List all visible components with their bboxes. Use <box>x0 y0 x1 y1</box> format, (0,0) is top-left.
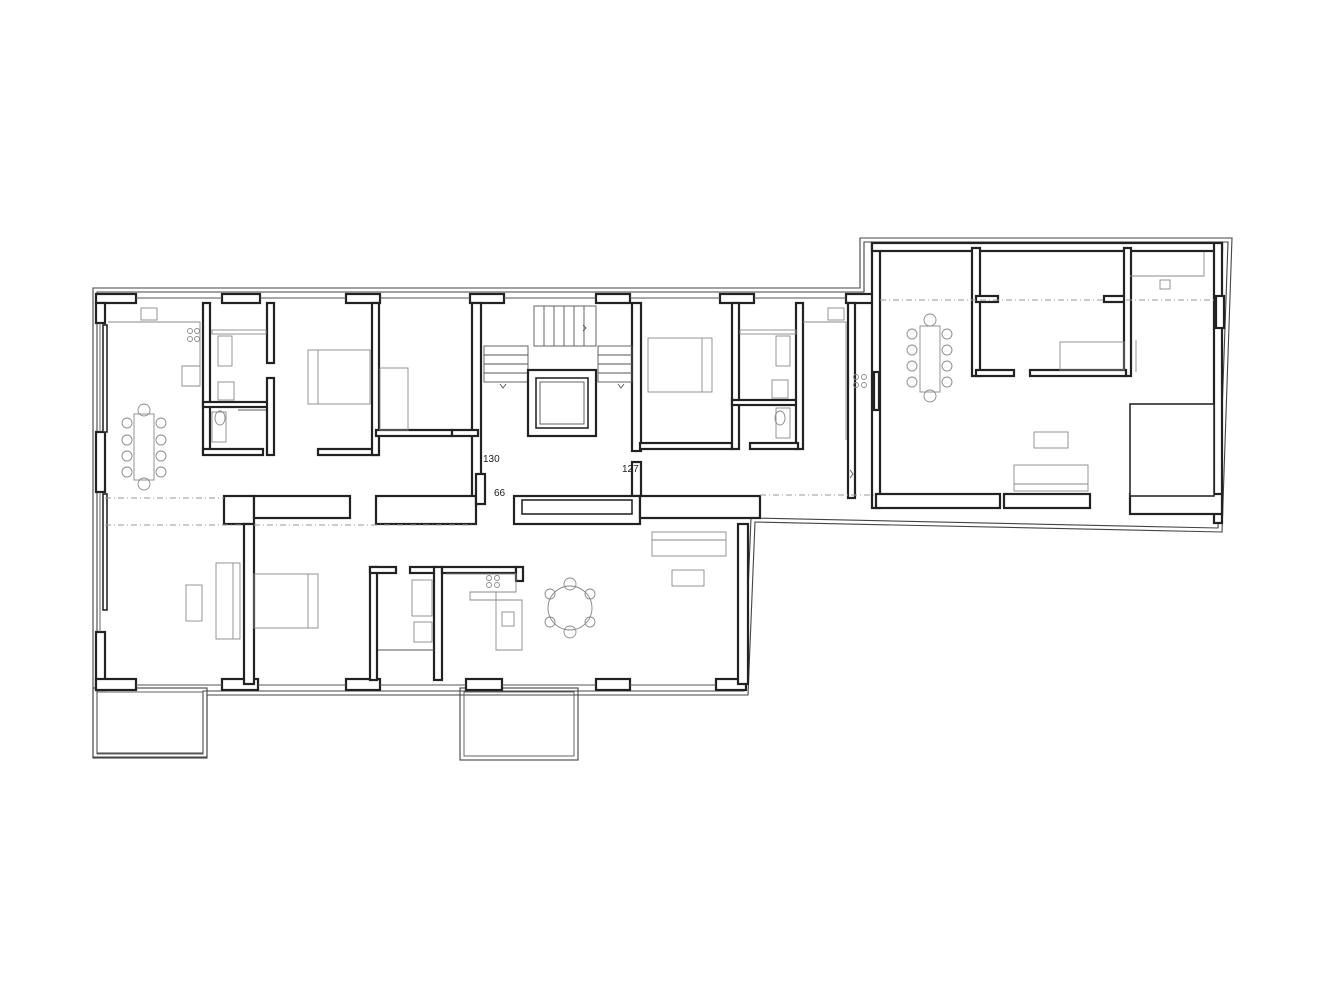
staircase <box>483 305 633 438</box>
furniture-east <box>906 252 1205 492</box>
west-wall-segments <box>94 301 108 692</box>
furniture-ne <box>739 307 881 479</box>
balcony-right <box>459 687 579 761</box>
corridor-width-left-label: 130 <box>483 454 500 465</box>
corridor-width-right-label: 127 <box>622 464 639 475</box>
dash-lines <box>105 299 1214 526</box>
interior-walls-south <box>242 522 750 686</box>
furniture-bedrooms-north <box>307 337 713 431</box>
south-wall-segments <box>94 677 748 692</box>
furniture-south <box>185 531 727 651</box>
furniture-nw <box>108 307 267 491</box>
interior-walls-north <box>201 301 857 500</box>
east-wing-walls <box>870 241 1226 525</box>
north-wall-segments <box>94 292 878 305</box>
balcony-left <box>92 687 208 759</box>
corridor-walls <box>222 472 762 526</box>
passage-width-label: 66 <box>494 488 506 499</box>
dimension-labels: 130 127 66 <box>483 454 639 499</box>
